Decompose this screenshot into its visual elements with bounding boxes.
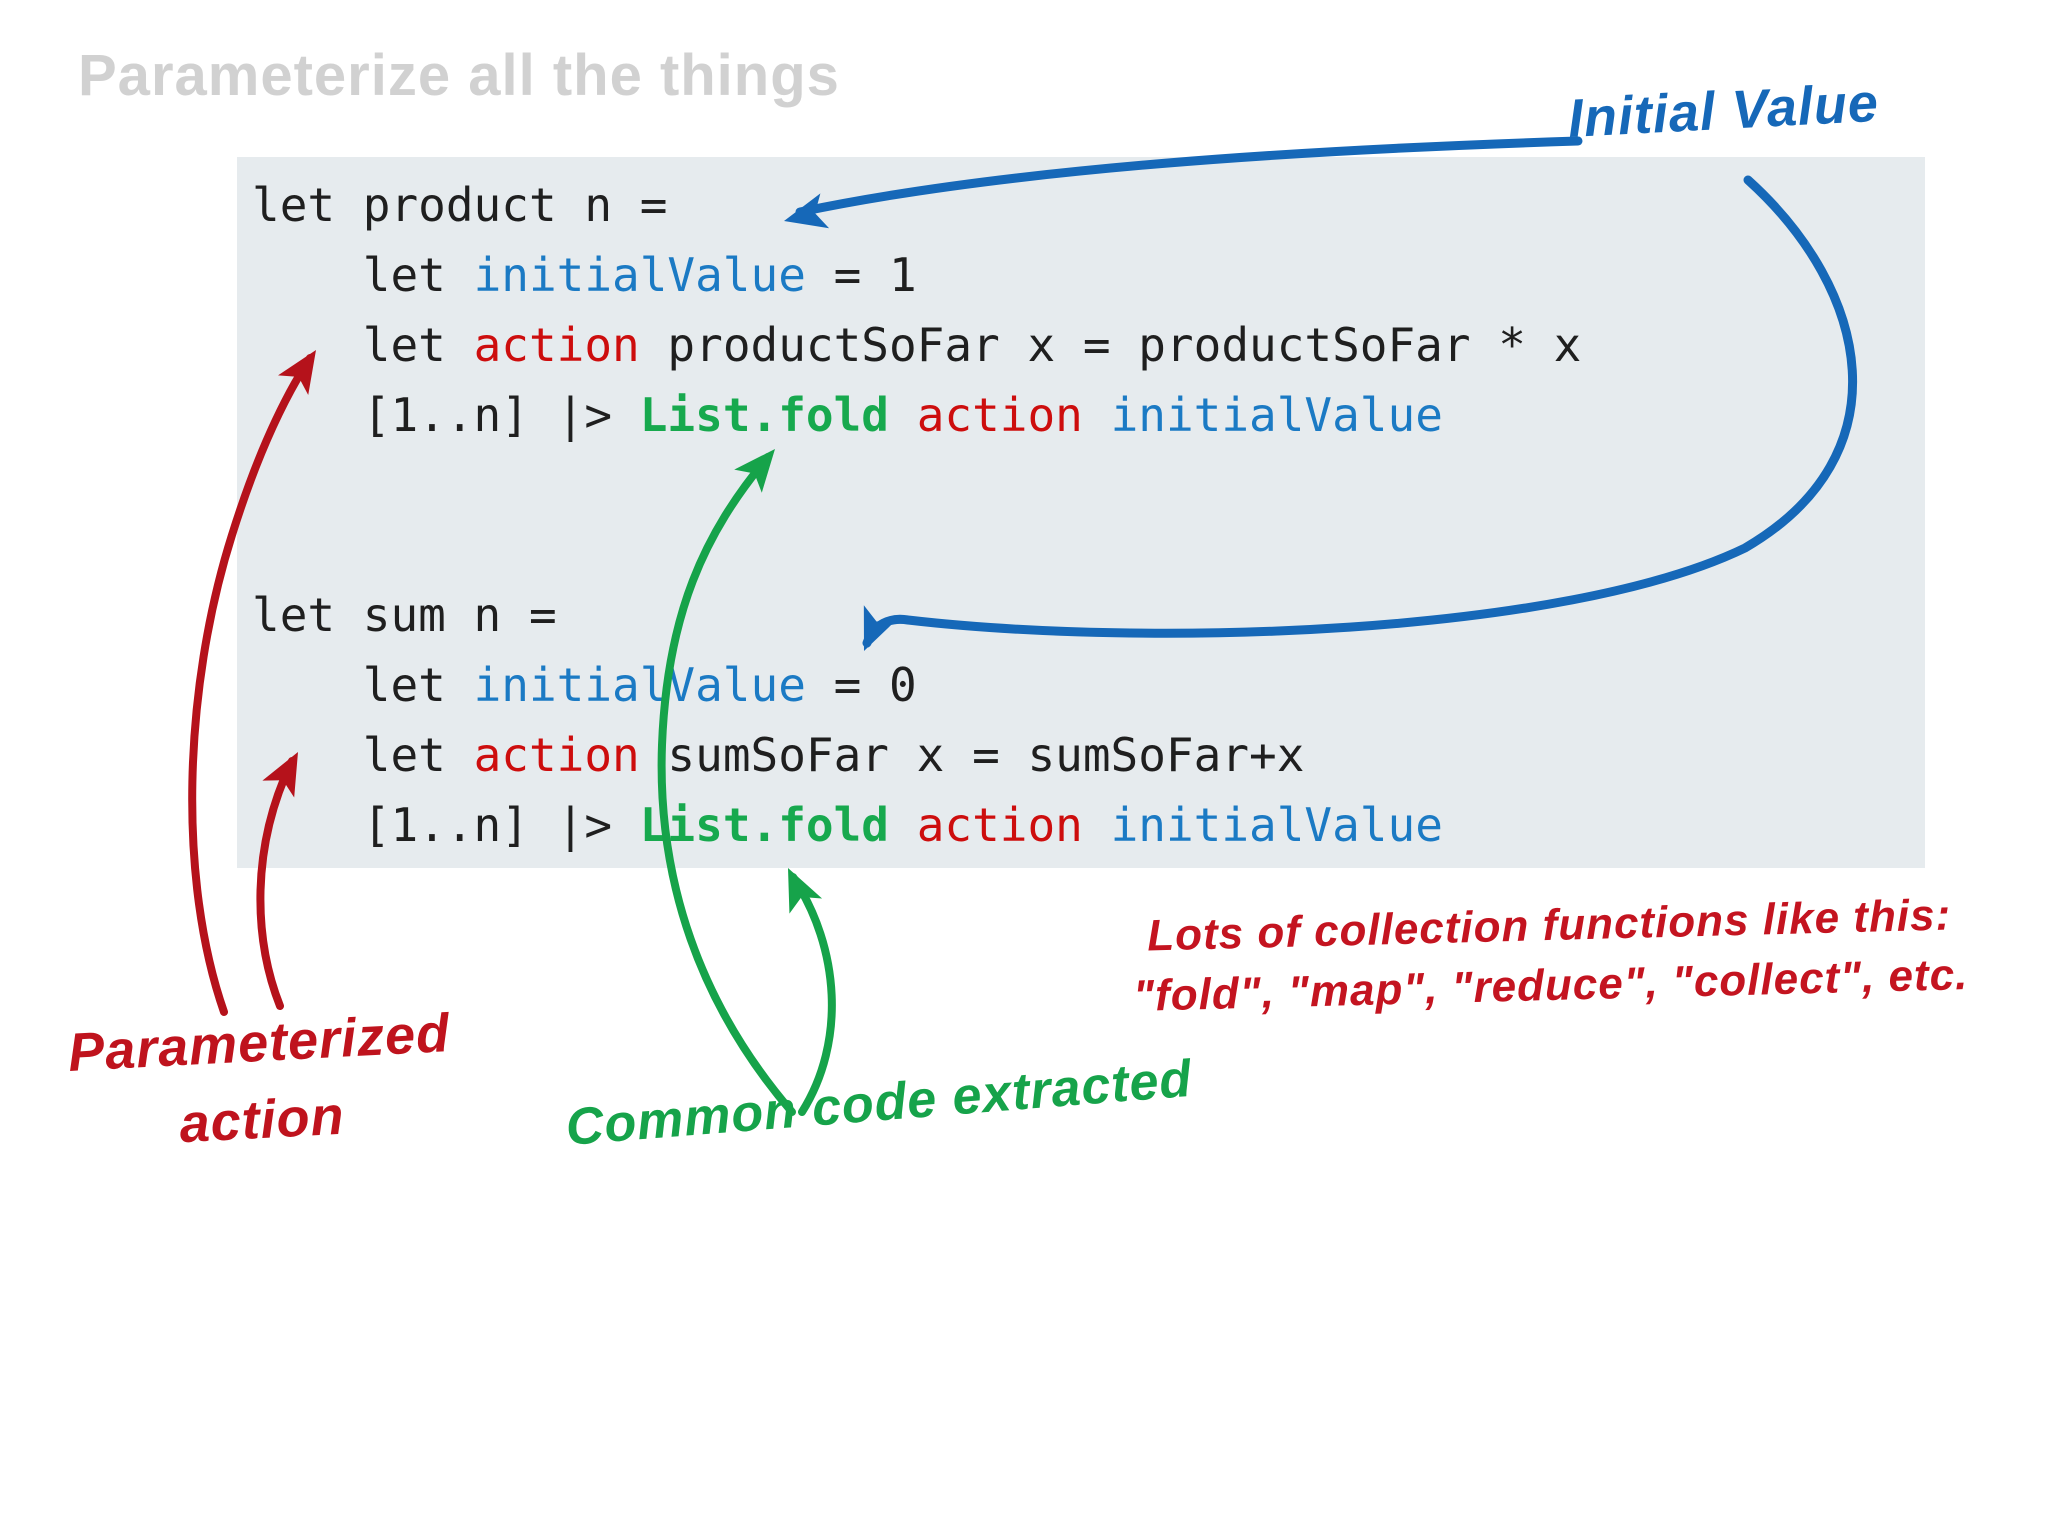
code-token-k: let sum n = bbox=[252, 588, 585, 642]
annotation-initial-value: Initial Value bbox=[1566, 72, 1881, 149]
code-token-k: [1..n] |> bbox=[252, 798, 640, 852]
code-token-k: let bbox=[252, 658, 474, 712]
code-token-g: List.fold bbox=[639, 798, 889, 852]
code-snippet-sum: let sum n = let initialValue = 0 let act… bbox=[252, 580, 1443, 860]
code-line: [1..n] |> List.fold action initialValue bbox=[252, 380, 1581, 450]
code-token-k: sumSoFar x = sumSoFar+x bbox=[639, 728, 1305, 782]
code-token-b: initialValue bbox=[1110, 798, 1443, 852]
code-token-k bbox=[1083, 798, 1111, 852]
code-token-k: productSoFar x = productSoFar * x bbox=[639, 318, 1582, 372]
code-token-g: List.fold bbox=[639, 388, 889, 442]
code-token-b: initialValue bbox=[473, 248, 806, 302]
code-line: let action sumSoFar x = sumSoFar+x bbox=[252, 720, 1443, 790]
code-token-r: action bbox=[473, 318, 640, 372]
code-line: [1..n] |> List.fold action initialValue bbox=[252, 790, 1443, 860]
code-token-k: = 1 bbox=[805, 248, 917, 302]
code-token-b: initialValue bbox=[473, 658, 806, 712]
code-line: let initialValue = 1 bbox=[252, 240, 1581, 310]
green-arrow-to-sum-fold-head bbox=[788, 868, 823, 914]
code-line: let initialValue = 0 bbox=[252, 650, 1443, 720]
code-line: let sum n = bbox=[252, 580, 1443, 650]
code-line: let action productSoFar x = productSoFar… bbox=[252, 310, 1582, 380]
annotation-parameterized-action: Parameterized action bbox=[66, 996, 454, 1170]
code-token-k bbox=[889, 388, 917, 442]
code-token-r: action bbox=[473, 728, 640, 782]
annotation-collection-functions: Lots of collection functions like this: … bbox=[1109, 885, 1992, 1028]
code-token-b: initialValue bbox=[1110, 388, 1443, 442]
slide-title: Parameterize all the things bbox=[78, 43, 840, 108]
code-token-r: action bbox=[916, 798, 1083, 852]
code-token-r: action bbox=[916, 388, 1083, 442]
code-token-k: [1..n] |> bbox=[252, 388, 640, 442]
code-token-k: let bbox=[252, 248, 474, 302]
code-line: let product n = bbox=[252, 170, 1581, 240]
code-token-k bbox=[889, 798, 917, 852]
code-block: let product n = let initialValue = 1 let… bbox=[237, 157, 1925, 868]
code-token-k bbox=[1083, 388, 1111, 442]
code-token-k: let bbox=[252, 318, 474, 372]
code-token-k: = 0 bbox=[805, 658, 917, 712]
annotation-common-code: Common code extracted bbox=[563, 1049, 1195, 1157]
code-token-k: let product n = bbox=[252, 178, 696, 232]
code-snippet-product: let product n = let initialValue = 1 let… bbox=[252, 170, 1581, 450]
code-token-k: let bbox=[252, 728, 474, 782]
green-arrow-to-sum-fold bbox=[788, 868, 836, 1116]
